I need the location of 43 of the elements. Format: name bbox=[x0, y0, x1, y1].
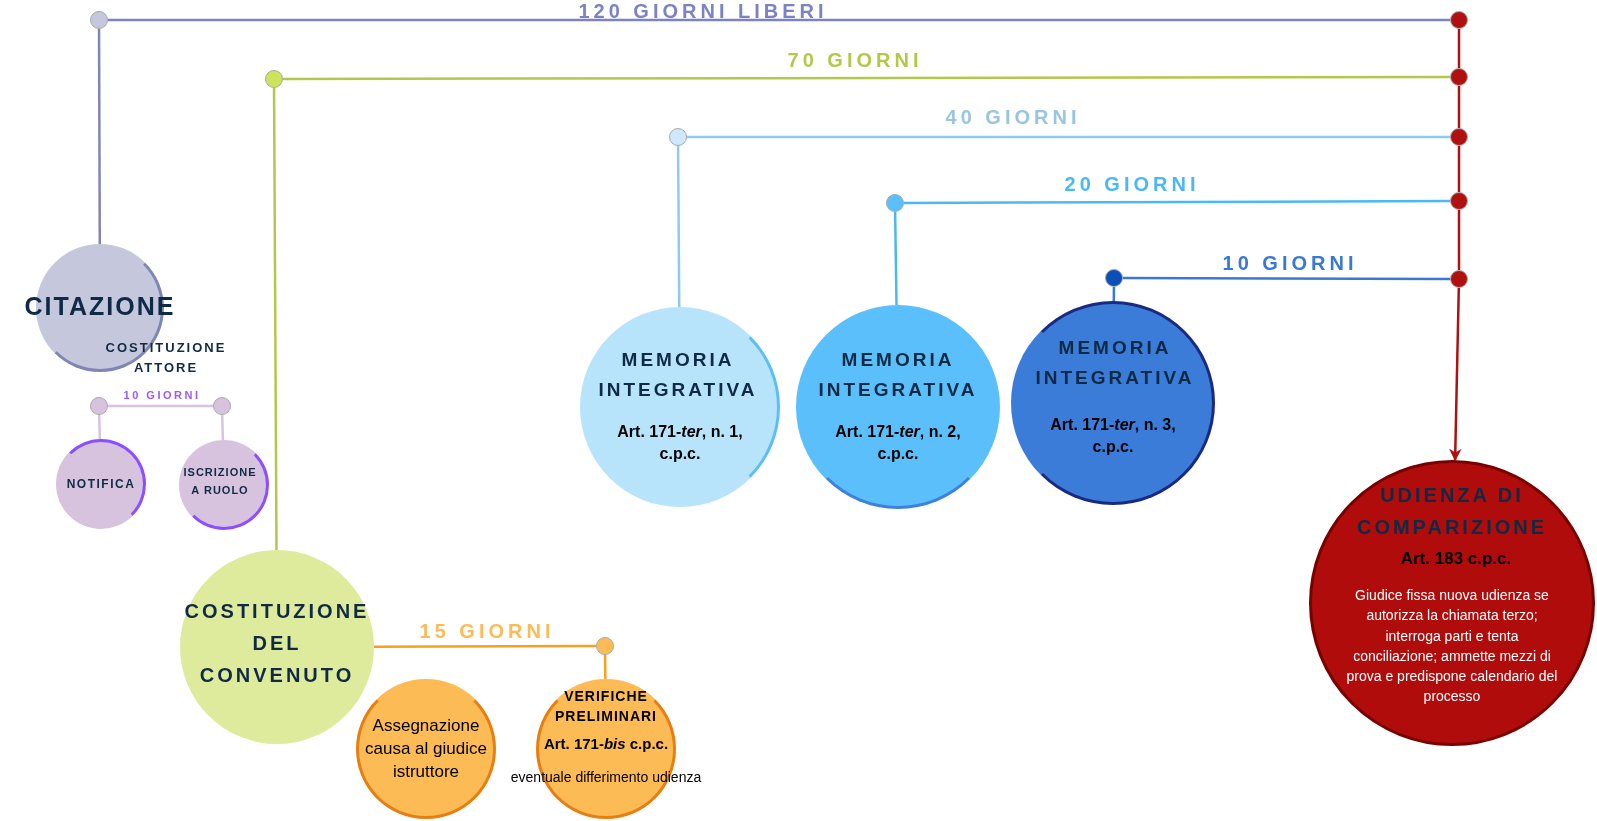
duration-label: 15 GIORNI bbox=[419, 620, 555, 643]
connector-line bbox=[1457, 146, 1461, 192]
stage-title: NOTIFICA bbox=[65, 476, 137, 492]
stage-title: MEMORIA INTEGRATIVA bbox=[597, 347, 759, 402]
stage-title: MEMORIA INTEGRATIVA bbox=[1034, 335, 1196, 390]
connector-line bbox=[272, 88, 278, 550]
article-reference: Art. 183 c.p.c. bbox=[1399, 548, 1513, 570]
connector-line bbox=[221, 414, 225, 441]
article-reference: Art. 171-ter, n. 2, c.p.c. bbox=[834, 421, 962, 464]
connector-line bbox=[374, 644, 596, 648]
connector-line bbox=[97, 29, 102, 244]
connector-line bbox=[893, 212, 898, 306]
stage-title: VERIFICHE PRELIMINARI bbox=[554, 687, 658, 726]
connector-line bbox=[904, 199, 1450, 205]
connector-line bbox=[1449, 287, 1462, 462]
connector-line bbox=[676, 146, 681, 307]
connector-line bbox=[1457, 210, 1461, 270]
stage-title: UDIENZA DI COMPARIZIONE bbox=[1355, 483, 1549, 540]
duration-label: 20 GIORNI bbox=[1064, 173, 1200, 196]
connector-line bbox=[98, 414, 102, 440]
connector-line bbox=[108, 18, 1450, 22]
stage-title: CITAZIONE bbox=[23, 291, 177, 321]
article-reference: Art. 171-ter, n. 3, c.p.c. bbox=[1049, 414, 1177, 457]
connector-line bbox=[603, 655, 607, 679]
duration-label: 70 GIORNI bbox=[787, 49, 923, 72]
article-reference: Art. 171-ter, n. 1, c.p.c. bbox=[616, 421, 744, 464]
stage-title: COSTITUZIONE DEL CONVENUTO bbox=[183, 599, 371, 688]
stage-title: Assegnazione causa al giudice istruttore bbox=[364, 714, 488, 783]
connector-line bbox=[108, 404, 213, 408]
stage-description: COSTITUZIONE ATTORE bbox=[104, 338, 228, 376]
connector-line bbox=[687, 135, 1450, 139]
connector-line bbox=[1457, 29, 1461, 68]
duration-label: 10 GIORNI bbox=[1222, 252, 1358, 275]
stage-title: MEMORIA INTEGRATIVA bbox=[817, 347, 979, 402]
stage-description: Giudice fissa nuova udienza se autorizza la chiamata terzo; interroga parti e tenta conciliazione; ammette mezzi di prova e predispone calendario del processo bbox=[1345, 586, 1559, 707]
duration-label: 120 GIORNI LIBERI bbox=[578, 0, 828, 23]
duration-label: 40 GIORNI bbox=[945, 106, 1081, 129]
stage-title: ISCRIZIONE A RUOLO bbox=[182, 465, 258, 498]
connector-line bbox=[1457, 86, 1461, 128]
article-reference: Art. 171-bis c.p.c. bbox=[542, 735, 670, 753]
duration-label: 10 GIORNI bbox=[123, 389, 201, 401]
connector-line bbox=[283, 75, 1450, 81]
connector-line bbox=[1123, 276, 1450, 281]
